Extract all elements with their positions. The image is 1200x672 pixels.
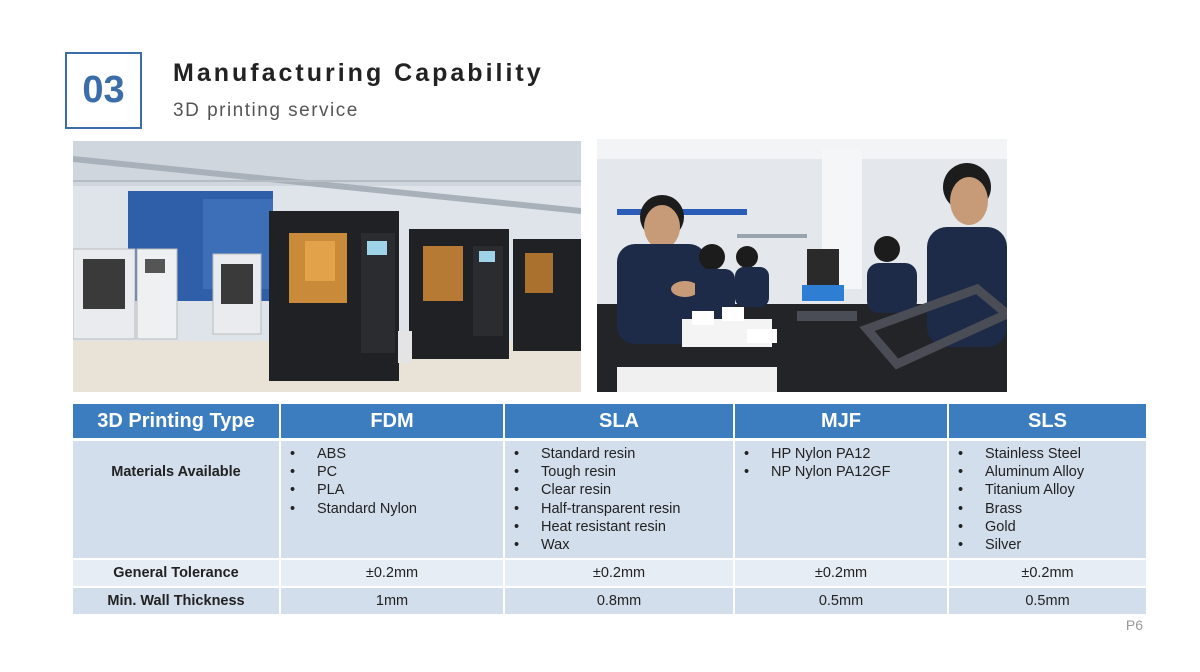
sla-materials-cell: Standard resinTough resinClear resinHalf…	[504, 439, 735, 561]
tolerance-sls: ±0.2mm	[948, 559, 1148, 589]
sls-materials-cell: Stainless SteelAluminum AlloyTitanium Al…	[948, 439, 1148, 561]
fdm-materials-list: ABSPCPLAStandard Nylon	[281, 441, 503, 522]
material-item: Brass	[958, 500, 1146, 518]
header-printing-type: 3D Printing Type	[73, 404, 281, 441]
wall-sls: 0.5mm	[948, 587, 1148, 617]
sls-materials-list: Stainless SteelAluminum AlloyTitanium Al…	[949, 441, 1146, 558]
tolerance-fdm: ±0.2mm	[280, 559, 505, 589]
tolerance-row: General Tolerance ±0.2mm ±0.2mm ±0.2mm ±…	[73, 559, 1148, 589]
material-item: Wax	[514, 536, 733, 554]
workers-finishing-photo	[597, 139, 1007, 392]
wall-sla: 0.8mm	[504, 587, 735, 617]
page-number: P6	[1125, 617, 1143, 633]
header-sls: SLS	[948, 404, 1148, 441]
tolerance-label: General Tolerance	[73, 559, 281, 589]
materials-label: Materials Available	[73, 439, 281, 561]
materials-row: Materials Available ABSPCPLAStandard Nyl…	[73, 439, 1148, 561]
factory-floor-photo	[73, 141, 581, 392]
section-number: 03	[65, 52, 142, 129]
sla-materials-list: Standard resinTough resinClear resinHalf…	[505, 441, 733, 558]
tolerance-mjf: ±0.2mm	[734, 559, 949, 589]
material-item: Stainless Steel	[958, 445, 1146, 463]
wall-mjf: 0.5mm	[734, 587, 949, 617]
material-item: Silver	[958, 536, 1146, 554]
material-item: Clear resin	[514, 481, 733, 499]
material-item: PLA	[290, 481, 503, 499]
material-item: HP Nylon PA12	[744, 445, 947, 463]
material-item: PC	[290, 463, 503, 481]
material-item: Gold	[958, 518, 1146, 536]
mjf-materials-cell: HP Nylon PA12NP Nylon PA12GF	[734, 439, 949, 561]
page-subtitle: 3D printing service	[173, 100, 359, 121]
material-item: Heat resistant resin	[514, 518, 733, 536]
material-item: Standard resin	[514, 445, 733, 463]
material-item: ABS	[290, 445, 503, 463]
header-sla: SLA	[504, 404, 735, 441]
material-item: Standard Nylon	[290, 500, 503, 518]
material-item: Tough resin	[514, 463, 733, 481]
header-fdm: FDM	[280, 404, 505, 441]
material-item: Aluminum Alloy	[958, 463, 1146, 481]
tolerance-sla: ±0.2mm	[504, 559, 735, 589]
wall-thickness-row: Min. Wall Thickness 1mm 0.8mm 0.5mm 0.5m…	[73, 587, 1148, 617]
material-item: Half-transparent resin	[514, 500, 733, 518]
table-header-row: 3D Printing Type FDM SLA MJF SLS	[73, 404, 1148, 441]
wall-thickness-label: Min. Wall Thickness	[73, 587, 281, 617]
material-item: NP Nylon PA12GF	[744, 463, 947, 481]
material-item: Titanium Alloy	[958, 481, 1146, 499]
fdm-materials-cell: ABSPCPLAStandard Nylon	[280, 439, 505, 561]
wall-fdm: 1mm	[280, 587, 505, 617]
capability-table: 3D Printing Type FDM SLA MJF SLS Materia…	[73, 404, 1148, 617]
page-title: Manufacturing Capability	[173, 59, 544, 87]
mjf-materials-list: HP Nylon PA12NP Nylon PA12GF	[735, 441, 947, 485]
header-mjf: MJF	[734, 404, 949, 441]
